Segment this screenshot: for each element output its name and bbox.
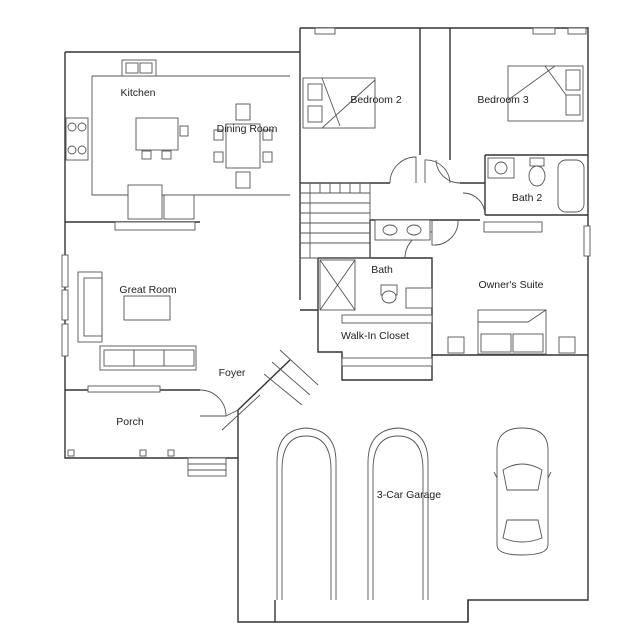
bedroom-3-bed-icon: [507, 65, 584, 122]
label-garage: 3-Car Garage: [377, 489, 441, 501]
window-icon: [61, 323, 69, 357]
post-icon: [67, 449, 75, 457]
label-foyer: Foyer: [219, 367, 246, 379]
label-bedroom-2: Bedroom 2: [350, 94, 402, 106]
garage-vehicle-outline: [276, 427, 337, 600]
garage-vehicle-outline: [367, 427, 429, 600]
island-icon: [135, 117, 179, 151]
dining-table-icon: [213, 103, 273, 189]
walls: [64, 27, 589, 623]
post-icon: [167, 449, 175, 457]
toilet-icon: [529, 157, 545, 167]
label-bath: Bath: [371, 264, 393, 276]
window-icon: [61, 254, 69, 288]
label-great-room: Great Room: [119, 284, 176, 296]
car-icon: [493, 427, 552, 556]
great-room-furniture: [61, 254, 197, 393]
label-bath-2: Bath 2: [512, 192, 543, 204]
label-owners-suite: Owner's Suite: [478, 279, 543, 291]
label-dining-room: Dining Room: [217, 123, 278, 135]
window-icon: [567, 27, 587, 35]
doors: [199, 156, 486, 431]
owners-bath-fixtures: [319, 219, 433, 367]
tub-icon: [557, 159, 585, 213]
label-walk-in-closet: Walk-In Closet: [341, 330, 409, 342]
nightstand-icon: [558, 336, 576, 354]
fridge-icon: [127, 184, 163, 220]
window-icon: [583, 225, 591, 257]
owners-bed-icon: [477, 309, 547, 355]
bath-2-fixtures: [483, 157, 585, 233]
kitchen-fixtures: [65, 59, 196, 231]
stairs: [300, 182, 371, 259]
vanity-icon: [483, 221, 543, 233]
label-kitchen: Kitchen: [120, 87, 155, 99]
sink-icon: [487, 157, 515, 179]
coffee-table-icon: [123, 295, 171, 321]
label-porch: Porch: [116, 416, 144, 428]
closet-shelf-icon: [341, 357, 433, 367]
label-bedroom-3: Bedroom 3: [477, 94, 529, 106]
room-labels: Kitchen Dining Room Bedroom 2 Bedroom 3 …: [116, 87, 543, 501]
stove-icon: [65, 117, 89, 161]
post-icon: [139, 449, 147, 457]
nightstand-icon: [447, 336, 465, 354]
closet-shelf-icon: [341, 314, 433, 324]
steps-icon: [187, 457, 227, 477]
bedroom-2-bed-icon: [302, 77, 376, 129]
porch-details: [67, 449, 227, 477]
window-icon: [314, 27, 336, 35]
window-icon: [87, 385, 161, 393]
window-icon: [532, 27, 556, 35]
counter-icon: [114, 221, 196, 231]
window-icon: [61, 289, 69, 321]
